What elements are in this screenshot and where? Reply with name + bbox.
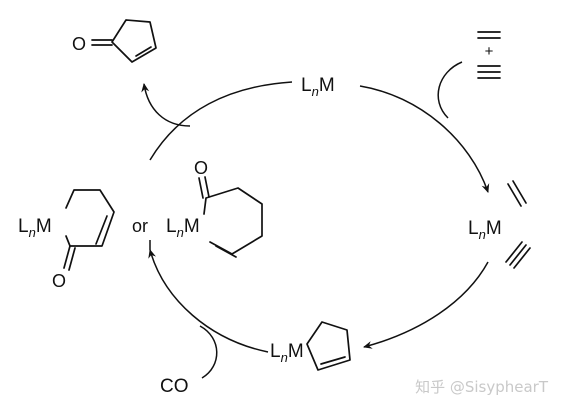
plus-sign: +: [485, 43, 494, 60]
carbon-monoxide-label: CO: [160, 376, 189, 397]
svg-text:LnM: LnM: [270, 341, 304, 365]
svg-text:LnM: LnM: [18, 216, 52, 240]
acyl-oxygen-a: O: [52, 271, 66, 291]
reagents-alkene-alkyne: +: [477, 31, 501, 79]
metallacyclopentene: LnM: [270, 321, 351, 371]
product-release-arrow: [141, 83, 191, 127]
svg-text:LnM: LnM: [468, 218, 502, 242]
svg-text:LnM: LnM: [301, 75, 335, 99]
arc-top-right-arrow: [359, 85, 490, 193]
metallacycle-insertion-a: LnM O: [18, 189, 115, 291]
svg-text:LnM: LnM: [166, 216, 200, 240]
cycle-arrows: [148, 81, 490, 353]
metal-pi-complex: LnM: [468, 180, 531, 269]
arc-bottom-left-arrow: [148, 249, 269, 353]
ketone-oxygen: O: [72, 34, 86, 54]
metal-catalyst-top: LnM: [301, 75, 335, 99]
acyl-oxygen-b: O: [194, 158, 208, 178]
reagent-incoming-arrow: [437, 61, 463, 119]
metallacycle-insertion-b: O LnM: [166, 158, 263, 258]
or-label: or: [132, 216, 148, 236]
arc-top-left: [149, 81, 293, 161]
watermark: 知乎 @SisyphearT: [415, 378, 549, 396]
co-incoming-arrow: [199, 325, 218, 379]
cyclopentenone-product: O: [72, 19, 157, 63]
arc-right-lower-arrow: [363, 261, 489, 349]
